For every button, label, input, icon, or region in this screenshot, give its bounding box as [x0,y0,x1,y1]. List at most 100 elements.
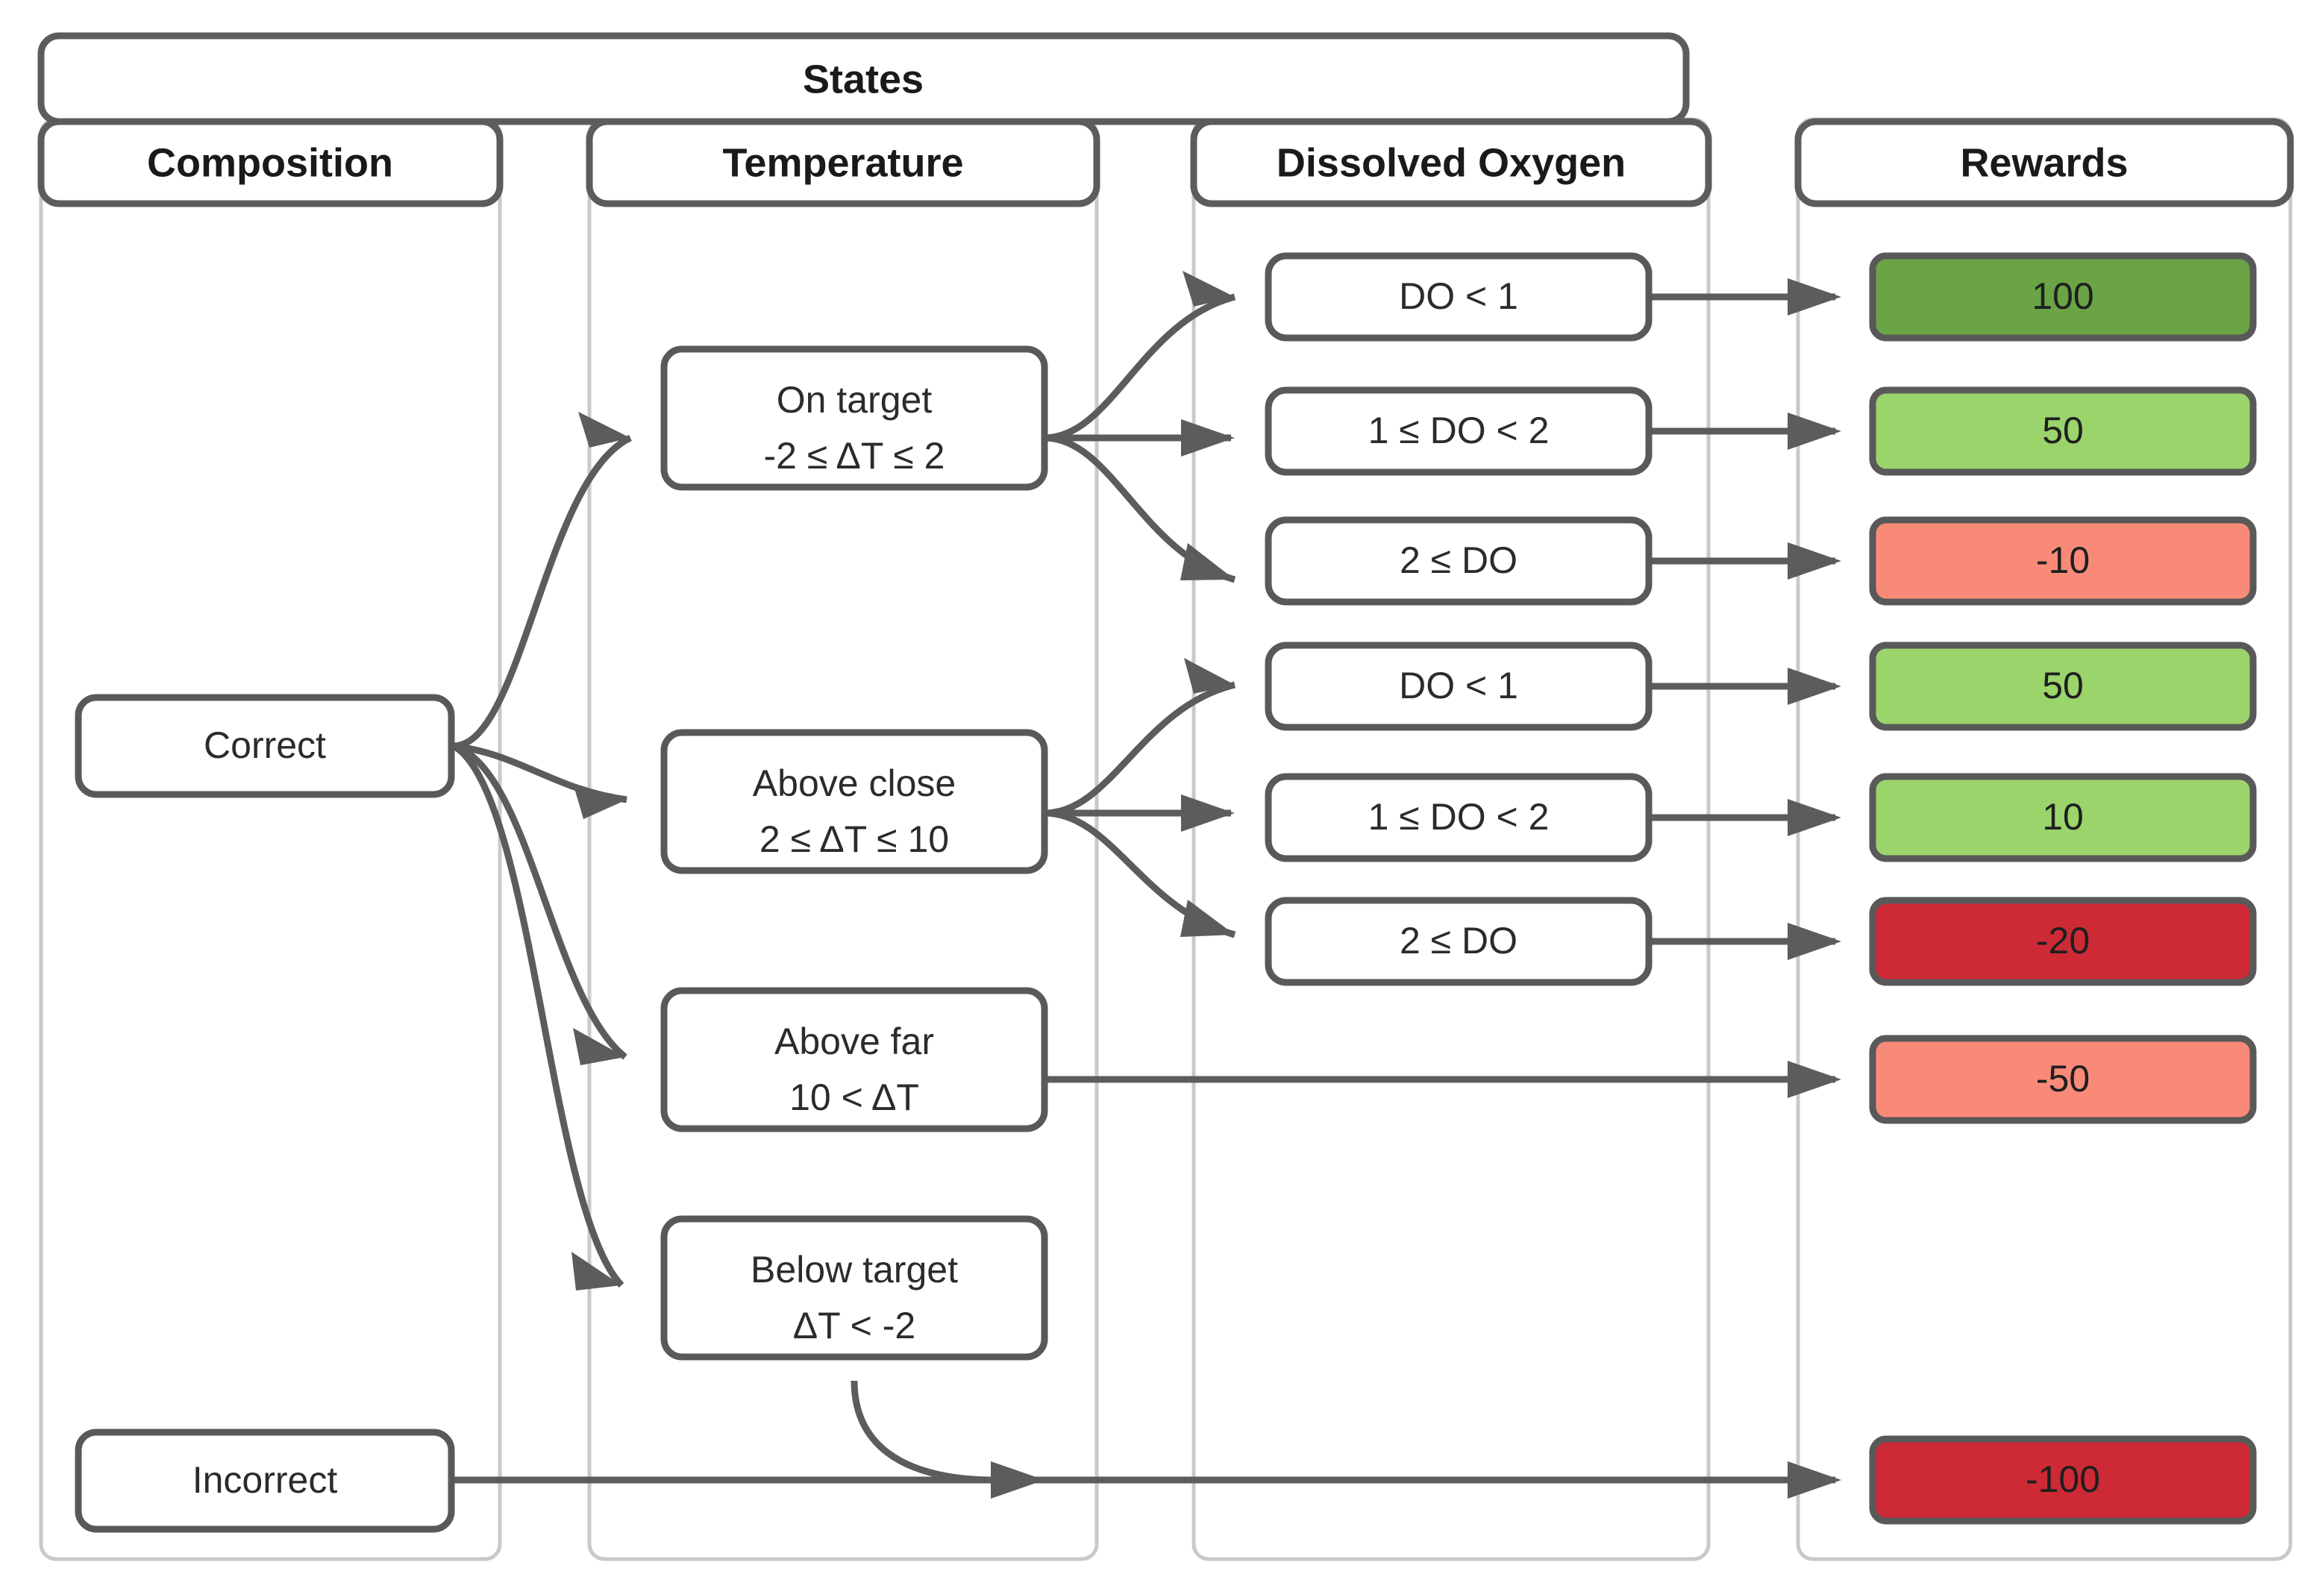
header-label-rewards: Rewards [1960,140,2128,185]
node-reward-n10[interactable]: -10 [1869,516,2257,606]
edge-on-target-to-do-lt1 [1044,293,1236,442]
arrowhead-do-ge2-b [1180,900,1235,937]
node-reward-n100-label: -100 [2026,1458,2100,1500]
states-header-label: States [803,57,924,101]
node-above-far-line2: 10 < ΔT [789,1076,919,1118]
node-reward-50a-label: 50 [2042,410,2084,451]
node-reward-10-label: 10 [2042,796,2084,838]
arrowhead-reward-n100 [1788,1461,1841,1499]
node-on-target-line2: -2 ≤ ΔT ≤ 2 [764,435,945,477]
node-do-lt1-b-label: DO < 1 [1399,665,1518,706]
arrowhead-reward-100 [1788,278,1841,316]
node-on-target-box[interactable] [660,345,1048,491]
node-reward-n100-box[interactable] [1869,1435,2257,1525]
node-do-1to2-b-label: 1 ≤ DO < 2 [1368,796,1550,838]
node-reward-10[interactable]: 10 [1869,773,2257,862]
header-box-composition [37,118,504,207]
header-label-temperature: Temperature [722,140,963,185]
node-reward-50b[interactable]: 50 [1869,642,2257,731]
node-do-lt1-b-box[interactable] [1265,642,1653,731]
header-box-temperature [586,118,1100,207]
node-reward-n20[interactable]: -20 [1869,897,2257,986]
header-box-rewards [1794,118,2294,207]
node-reward-50b-box[interactable] [1869,642,2257,731]
edge-group [451,271,1841,1499]
node-above-far-box[interactable] [660,987,1048,1132]
arrowhead-reward-10 [1788,799,1841,836]
arrowhead-reward-50b [1788,668,1841,705]
node-reward-50a[interactable]: 50 [1869,386,2257,476]
node-reward-n50[interactable]: -50 [1869,1035,2257,1124]
arrowhead-do-1to2-b [1181,794,1235,832]
node-do-ge2-b-box[interactable] [1265,897,1653,986]
node-reward-50b-label: 50 [2042,665,2084,706]
arrowhead-merge-n100 [991,1461,1044,1499]
header-box-dissolved-oxygen [1190,118,1712,207]
node-reward-n20-box[interactable] [1869,897,2257,986]
node-do-ge2-b-label: 2 ≤ DO [1400,920,1518,962]
node-below-target[interactable]: Below target ΔT < -2 [660,1215,1048,1361]
node-above-close-box[interactable] [660,729,1048,874]
node-incorrect[interactable]: Incorrect [75,1429,455,1533]
node-reward-n20-label: -20 [2036,920,2090,962]
arrowhead-reward-50a [1788,413,1841,450]
node-do-lt1-a[interactable]: DO < 1 [1265,252,1653,342]
lane-composition [39,117,502,1561]
node-below-target-box[interactable] [660,1215,1048,1361]
node-correct[interactable]: Correct [75,694,455,798]
node-do-lt1-b[interactable]: DO < 1 [1265,642,1653,731]
node-reward-100-box[interactable] [1869,252,2257,342]
node-below-target-line2: ΔT < -2 [793,1305,915,1346]
node-reward-n50-box[interactable] [1869,1035,2257,1124]
arrowhead-on-target [578,412,630,448]
node-do-1to2-b[interactable]: 1 ≤ DO < 2 [1265,773,1653,862]
arrowhead-reward-n10 [1788,542,1841,580]
node-on-target[interactable]: On target -2 ≤ ΔT ≤ 2 [660,345,1048,491]
arrowhead-below-target [571,1252,621,1291]
node-reward-n10-box[interactable] [1869,516,2257,606]
arrowhead-above-close [573,783,627,819]
header-label-dissolved-oxygen: Dissolved Oxygen [1277,140,1626,185]
node-do-ge2-a-label: 2 ≤ DO [1400,539,1518,581]
node-do-1to2-a[interactable]: 1 ≤ DO < 2 [1265,386,1653,476]
node-above-close-line2: 2 ≤ ΔT ≤ 10 [759,818,949,860]
arrowhead-do-lt1-b [1184,658,1235,694]
edge-correct-to-below-target [451,743,624,1288]
node-above-close[interactable]: Above close 2 ≤ ΔT ≤ 10 [660,729,1048,874]
edge-correct-to-on-target [453,434,632,750]
node-reward-100[interactable]: 100 [1869,252,2257,342]
arrowhead-reward-n50 [1788,1061,1841,1098]
node-reward-100-label: 100 [2032,275,2093,317]
edge-above-close-to-do-lt1 [1044,681,1236,817]
node-do-ge2-b[interactable]: 2 ≤ DO [1265,897,1653,986]
node-above-close-line1: Above close [753,762,956,804]
node-above-far[interactable]: Above far 10 < ΔT [660,987,1048,1132]
node-incorrect-box[interactable] [75,1429,455,1533]
header-label-composition: Composition [147,140,393,185]
node-below-target-line1: Below target [751,1249,958,1291]
node-reward-n10-label: -10 [2036,539,2090,581]
arrowhead-above-far [573,1028,625,1065]
node-incorrect-label: Incorrect [192,1459,338,1501]
arrowhead-do-lt1-a [1183,271,1235,307]
node-reward-n100[interactable]: -100 [1869,1435,2257,1525]
node-above-far-line1: Above far [774,1020,934,1062]
node-do-1to2-a-label: 1 ≤ DO < 2 [1368,410,1550,451]
node-do-1to2-b-box[interactable] [1265,773,1653,862]
node-do-lt1-a-box[interactable] [1265,252,1653,342]
edge-correct-to-above-far [452,742,627,1060]
arrowhead-reward-n20 [1788,923,1841,960]
node-do-lt1-a-label: DO < 1 [1399,275,1518,317]
node-correct-box[interactable] [75,694,455,798]
node-reward-50a-box[interactable] [1869,386,2257,476]
node-do-ge2-a[interactable]: 2 ≤ DO [1265,516,1653,606]
arrowhead-do-ge2-a [1180,543,1235,580]
node-do-1to2-a-box[interactable] [1265,386,1653,476]
node-do-ge2-a-box[interactable] [1265,516,1653,606]
node-on-target-line1: On target [777,379,933,421]
node-reward-10-box[interactable] [1869,773,2257,862]
node-reward-n50-label: -50 [2036,1058,2090,1100]
node-correct-label: Correct [204,724,326,766]
